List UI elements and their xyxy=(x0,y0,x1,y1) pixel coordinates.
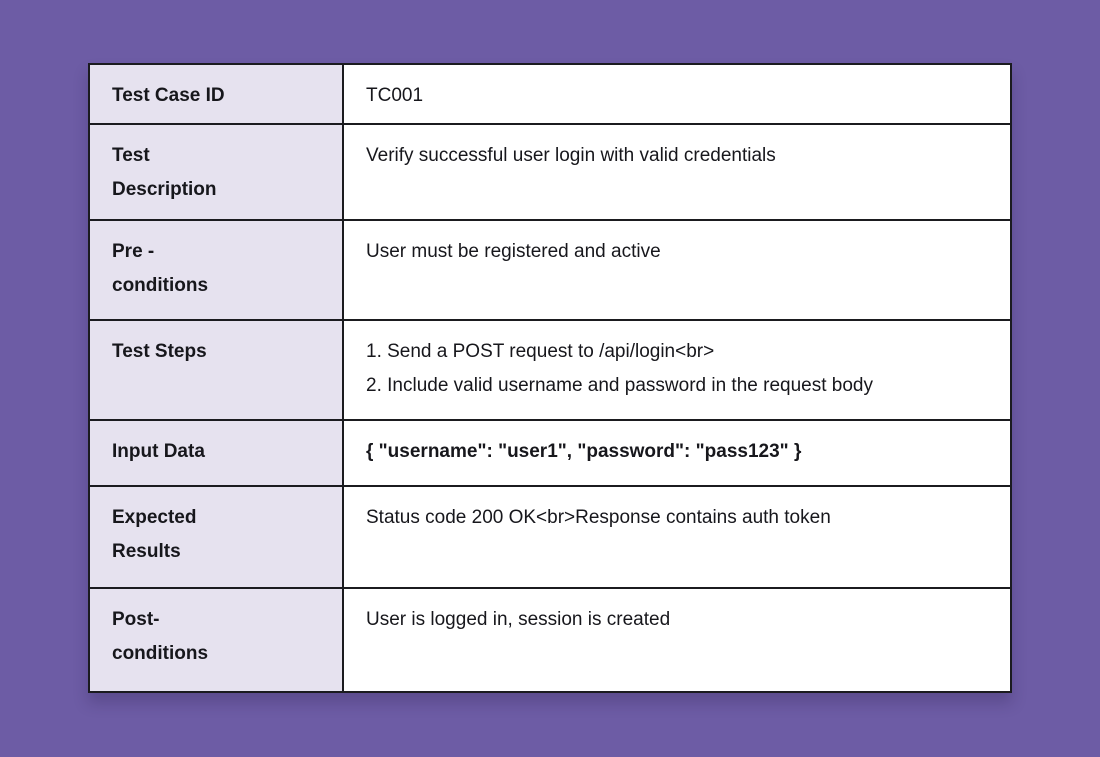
table-row-test-steps: Test Steps 1. Send a POST request to /ap… xyxy=(88,319,1012,421)
row-value-expected-results: Status code 200 OK<br>Response contains … xyxy=(342,485,1012,589)
test-case-table: Test Case ID TC001 Test Description Veri… xyxy=(88,63,1012,693)
row-label-expected-results: Expected Results xyxy=(88,485,344,589)
table-row-test-description: Test Description Verify successful user … xyxy=(88,123,1012,221)
row-value-post-conditions: User is logged in, session is created xyxy=(342,587,1012,693)
table-row-expected-results: Expected Results Status code 200 OK<br>R… xyxy=(88,485,1012,589)
test-case-table-container: Test Case ID TC001 Test Description Veri… xyxy=(88,63,1012,693)
table-row-input-data: Input Data { "username": "user1", "passw… xyxy=(88,419,1012,487)
row-value-pre-conditions: User must be registered and active xyxy=(342,219,1012,321)
row-value-test-description: Verify successful user login with valid … xyxy=(342,123,1012,221)
row-label-test-description: Test Description xyxy=(88,123,344,221)
row-value-input-data: { "username": "user1", "password": "pass… xyxy=(342,419,1012,487)
row-label-test-steps: Test Steps xyxy=(88,319,344,421)
table-row-post-conditions: Post- conditions User is logged in, sess… xyxy=(88,587,1012,693)
row-label-input-data: Input Data xyxy=(88,419,344,487)
row-value-test-steps: 1. Send a POST request to /api/login<br>… xyxy=(342,319,1012,421)
row-label-test-case-id: Test Case ID xyxy=(88,63,344,125)
table-row-pre-conditions: Pre - conditions User must be registered… xyxy=(88,219,1012,321)
row-label-pre-conditions: Pre - conditions xyxy=(88,219,344,321)
row-label-post-conditions: Post- conditions xyxy=(88,587,344,693)
row-value-test-case-id: TC001 xyxy=(342,63,1012,125)
table-row-test-case-id: Test Case ID TC001 xyxy=(88,63,1012,125)
